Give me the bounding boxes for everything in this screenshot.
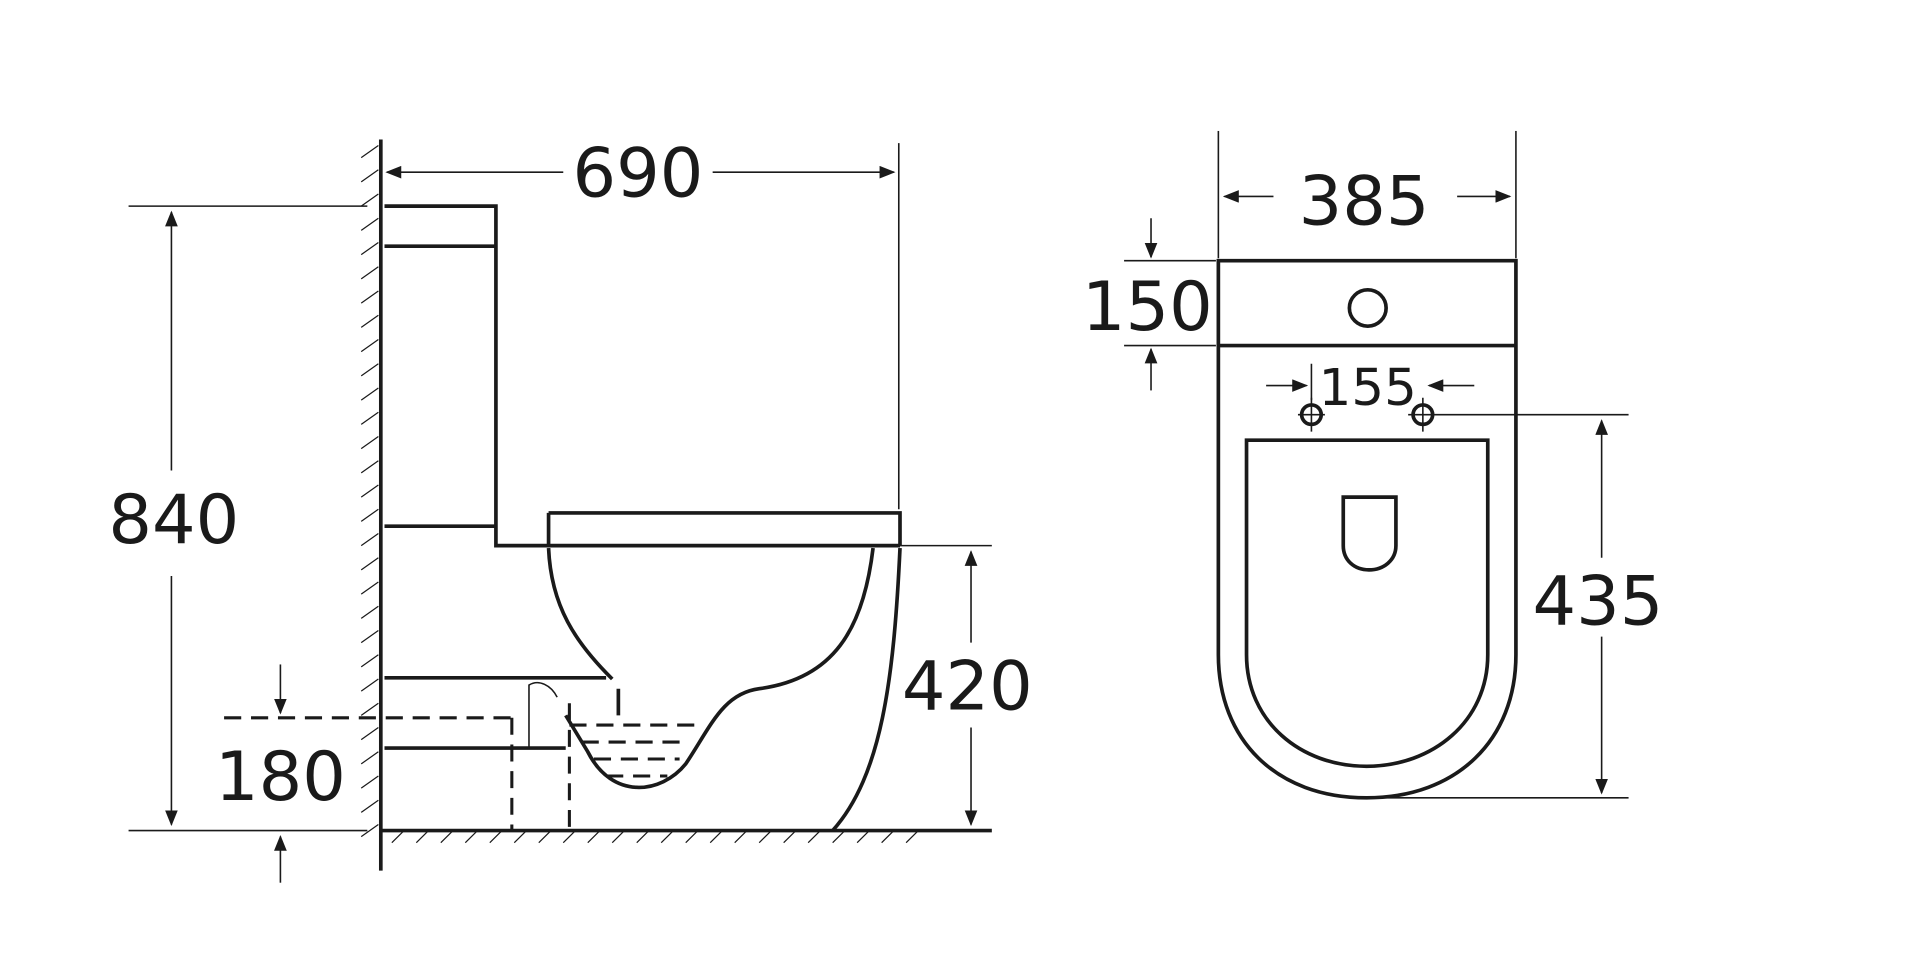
pedestal-outline <box>831 547 902 832</box>
floor-hatch <box>391 830 919 844</box>
bowl-outline <box>546 547 875 790</box>
outlet-height-dimension: 180 <box>215 739 346 818</box>
top-view: 385 150 155 435 <box>1082 130 1664 800</box>
seat-height-dimension: 420 <box>902 648 1033 727</box>
flush-button-icon <box>1347 287 1388 328</box>
bowl-length-dimension: 435 <box>1533 563 1664 642</box>
width-dimension: 385 <box>1299 163 1430 242</box>
tank-outline <box>384 204 900 548</box>
tank-depth-dimension: 150 <box>1082 268 1213 347</box>
hinge-holes <box>1297 397 1629 432</box>
trapway-arc <box>528 681 558 749</box>
bowl-opening <box>1341 495 1398 572</box>
seat-outline <box>1244 438 1490 769</box>
height-dimension: 840 <box>108 482 239 561</box>
seat-lid <box>546 511 902 546</box>
wall-hatch <box>360 145 379 838</box>
outlet-dashed <box>224 703 698 831</box>
hinge-spacing-dimension: 155 <box>1319 359 1417 418</box>
top-outline <box>1216 258 1518 800</box>
depth-dimension: 690 <box>573 135 704 214</box>
side-view: 690 840 420 180 <box>108 135 1033 883</box>
trap-outline <box>384 675 621 750</box>
